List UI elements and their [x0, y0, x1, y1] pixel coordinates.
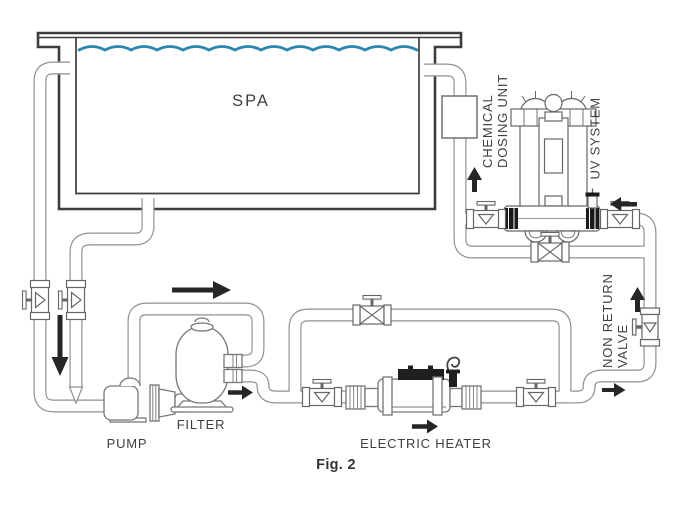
chemical-dosing-unit-label: CHEMICAL DOSING UNIT [480, 74, 510, 168]
pipe-return-riser-right [460, 213, 656, 403]
chemical-dosing-unit-label-line2: DOSING UNIT [495, 73, 510, 168]
flow-arrows [51, 167, 645, 434]
flow-arrow-up-non-return [630, 287, 645, 312]
non-return-valve-label: NON RETURN VALVE [600, 273, 630, 368]
uv-system [503, 91, 601, 243]
pump-label: PUMP [106, 436, 148, 451]
non-return-valve-label-line2: VALVE [615, 324, 630, 368]
valve-icon-heater-inlet [301, 378, 343, 408]
water-line [77, 45, 419, 52]
valve-icon-heater-outlet [515, 378, 557, 408]
uv-system-label: UV SYSTEM [587, 97, 603, 180]
valve-icon-drain [57, 279, 87, 321]
heater-cable-hook [446, 356, 461, 372]
pipe-bottom-drain [70, 198, 154, 388]
spa-tank [36, 31, 463, 211]
flow-arrow-left-into-uv [610, 197, 637, 211]
gate-valve-icon-filter-bypass [352, 294, 392, 326]
pipe-filter-to-heater [230, 370, 572, 403]
uv-label-window [543, 138, 564, 174]
valve-icon-uv-inlet [465, 200, 507, 230]
pipe-filter-bypass [289, 309, 571, 397]
flow-arrow-up-riser [467, 167, 482, 192]
flow-arrow-right-after-filter [228, 385, 253, 400]
valves [21, 200, 661, 408]
filter-label: FILTER [176, 417, 226, 432]
electric-heater [345, 356, 482, 416]
drain-reducer-cone [68, 386, 84, 405]
pipe-skimmer-suction [34, 62, 112, 412]
flow-arrow-right-under-heater [412, 419, 438, 434]
chemical-dosing-unit-box [441, 95, 478, 139]
heater-control-box [398, 369, 444, 380]
pipe-network [34, 62, 656, 412]
pipe-pump-to-filter [128, 303, 264, 386]
flow-arrow-right-to-riser [602, 383, 626, 397]
uv-flange-right [586, 208, 599, 229]
filter [170, 317, 243, 413]
flow-arrow-down-suction [51, 315, 69, 376]
figure-caption: Fig. 2 [316, 457, 356, 473]
chemical-dosing-unit-label-line1: CHEMICAL [480, 94, 495, 168]
flow-arrow-right-top-loop [172, 281, 231, 299]
non-return-valve-label-line1: NON RETURN [600, 273, 615, 368]
valve-icon-skimmer [21, 279, 51, 321]
uv-flange-left [505, 208, 518, 229]
electric-heater-label: ELECTRIC HEATER [360, 436, 492, 451]
spa-label: SPA [232, 92, 270, 110]
non-return-valve-icon [631, 307, 661, 347]
pipe-dosing-riser-and-bypass [424, 64, 652, 258]
